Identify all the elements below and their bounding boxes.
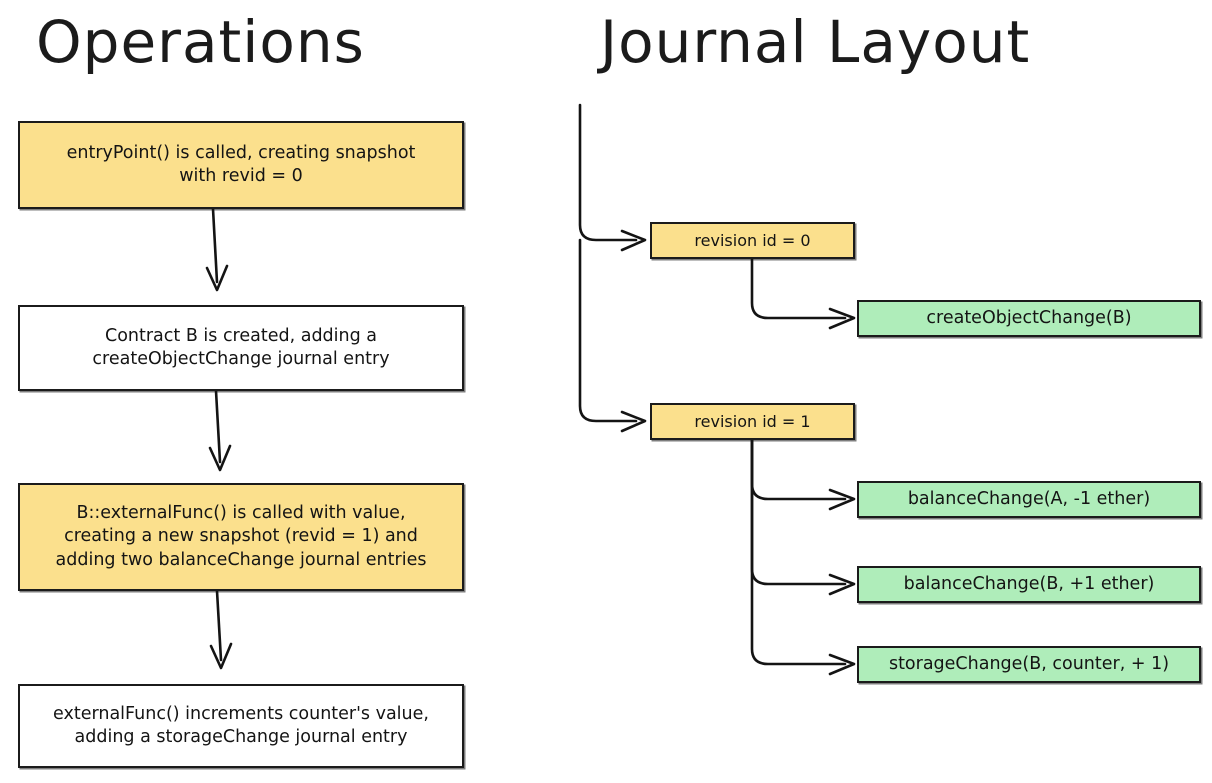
journal-entry-3-label: storageChange(B, counter, + 1) xyxy=(888,653,1170,674)
journal-entry-1-label: balanceChange(A, -1 ether) xyxy=(907,488,1151,509)
operation-step-1-text: entryPoint() is called, creating snapsho… xyxy=(30,142,452,189)
operation-step-2-text: Contract B is created, adding a createOb… xyxy=(30,325,452,372)
operations-title: Operations xyxy=(36,8,365,76)
operation-step-3-line2: creating a new snapshot (revid = 1) and xyxy=(64,526,418,547)
revision-node-0[interactable]: revision id = 0 xyxy=(650,222,855,259)
operation-step-4[interactable]: externalFunc() increments counter's valu… xyxy=(18,684,464,768)
operation-step-1[interactable]: entryPoint() is called, creating snapsho… xyxy=(18,121,464,209)
arrow-revision1-to-entry2 xyxy=(750,438,856,676)
arrow-revision1-to-entry1 xyxy=(750,438,856,596)
operation-step-3[interactable]: B::externalFunc() is called with value, … xyxy=(18,483,464,591)
operation-step-1-line2: with revid = 0 xyxy=(179,166,303,186)
journal-entry-balancechange-a[interactable]: balanceChange(A, -1 ether) xyxy=(857,481,1201,518)
operation-step-2-line1: Contract B is created, adding a xyxy=(104,325,378,346)
operation-step-4-text: externalFunc() increments counter's valu… xyxy=(30,703,452,750)
journal-entry-0-label: createObjectChange(B) xyxy=(926,307,1132,328)
journal-layout-title: Journal Layout xyxy=(600,8,1031,76)
operation-step-2-line2: createObjectChange journal entry xyxy=(92,349,390,369)
arrow-step3-to-step4 xyxy=(209,589,233,670)
revision-node-1[interactable]: revision id = 1 xyxy=(650,403,855,440)
operation-step-3-text: B::externalFunc() is called with value, … xyxy=(30,502,452,572)
arrow-revision1-to-entry0 xyxy=(750,438,856,511)
operation-step-1-line1: entryPoint() is called, creating snapsho… xyxy=(66,142,416,163)
arrow-revision0-to-entry0 xyxy=(750,257,856,330)
journal-entry-createobjectchange-b[interactable]: createObjectChange(B) xyxy=(857,300,1201,337)
operation-step-4-line1: externalFunc() increments counter's valu… xyxy=(53,703,429,724)
arrow-step2-to-step3 xyxy=(208,389,232,472)
journal-entry-balancechange-b[interactable]: balanceChange(B, +1 ether) xyxy=(857,566,1201,603)
operation-step-2[interactable]: Contract B is created, adding a createOb… xyxy=(18,305,464,391)
operation-step-3-line1: B::externalFunc() is called with value, xyxy=(76,502,406,523)
operation-step-3-line3: adding two balanceChange journal entries xyxy=(55,549,427,570)
revision-node-0-label: revision id = 0 xyxy=(694,230,811,250)
journal-entry-storagechange-b[interactable]: storageChange(B, counter, + 1) xyxy=(857,646,1201,683)
journal-entry-2-label: balanceChange(B, +1 ether) xyxy=(903,573,1155,594)
revision-node-1-label: revision id = 1 xyxy=(694,411,811,431)
operation-step-4-line2: adding a storageChange journal entry xyxy=(74,727,408,747)
arrow-step1-to-step2 xyxy=(205,207,229,292)
journal-trunk xyxy=(578,103,647,433)
